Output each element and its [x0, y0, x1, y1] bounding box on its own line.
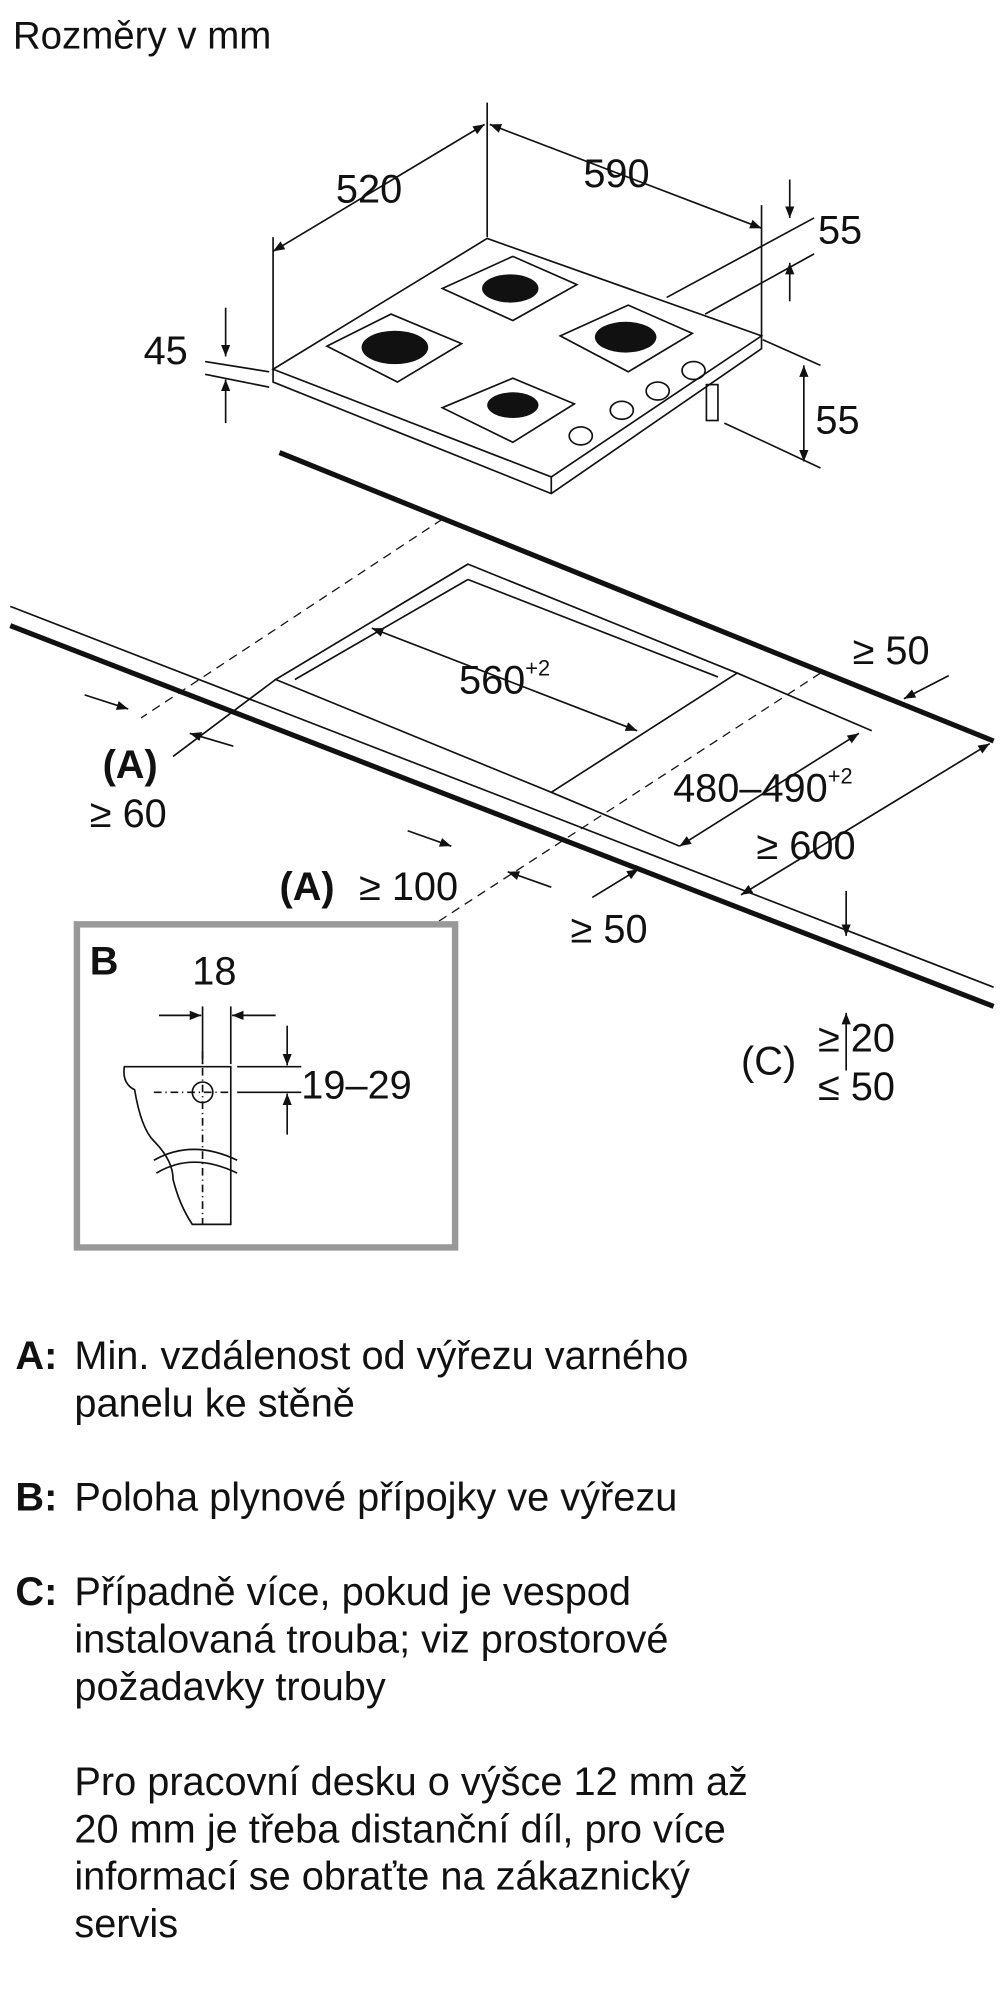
svg-text:Poloha plynové přípojky ve výř: Poloha plynové přípojky ve výřezu	[74, 1475, 677, 1519]
dim-right-55: 55	[815, 398, 859, 442]
svg-text:instalovaná trouba; viz prosto: instalovaná trouba; viz prostorové	[74, 1618, 668, 1662]
detail-b-label: B	[90, 939, 119, 983]
note: Pro pracovní desku o výšce 12 mm až 20 m…	[74, 1760, 748, 1946]
dim-cutout-width: 560+2	[459, 656, 550, 703]
dim-counter-depth: ≥ 600	[756, 824, 855, 868]
dim-front-min: ≥ 50	[571, 907, 648, 951]
legend-item-c: C: Případně více, pokud je vespod instal…	[15, 1570, 668, 1709]
svg-text:požadavky trouby: požadavky trouby	[74, 1665, 386, 1709]
svg-text:20 mm je třeba distanční díl,: 20 mm je třeba distanční díl, pro více	[74, 1807, 726, 1851]
svg-text:Min. vzdálenost od výřezu varn: Min. vzdálenost od výřezu varného	[74, 1334, 688, 1378]
dim-depth: 520	[336, 168, 402, 212]
legend-item-b: B: Poloha plynové přípojky ve výřezu	[15, 1475, 677, 1519]
detail-b-box: B 18 19–29	[73, 921, 459, 1251]
dim-thickness-label: (C)	[741, 1039, 796, 1083]
cutout-dimension-lines	[84, 627, 991, 1071]
svg-text:A:: A:	[15, 1334, 57, 1378]
dim-width: 590	[583, 152, 649, 196]
dim-side-a-label: (A)	[103, 743, 158, 787]
legend: A: Min. vzdálenost od výřezu varného pan…	[15, 1334, 748, 1946]
svg-text:B:: B:	[15, 1475, 57, 1519]
svg-text:panelu ke stěně: panelu ke stěně	[74, 1382, 355, 1426]
svg-text:Pro pracovní desku o výšce 12: Pro pracovní desku o výšce 12 mm až	[74, 1760, 748, 1804]
dim-thickness-min: ≥ 20	[818, 1016, 895, 1060]
dim-thickness-max: ≤ 50	[818, 1065, 895, 1109]
burner-icon	[558, 304, 695, 373]
detail-b-offset: 19–29	[301, 1064, 411, 1108]
legend-item-a: A: Min. vzdálenost od výřezu varného pan…	[15, 1334, 688, 1425]
dim-back-min: ≥ 50	[853, 629, 930, 673]
burner-icon	[440, 377, 577, 444]
countertop-illustration	[9, 450, 995, 1009]
svg-text:informací se obraťte na zákazn: informací se obraťte na zákaznický	[74, 1855, 690, 1899]
burner-icon	[325, 313, 464, 384]
dim-height-45: 45	[144, 329, 188, 373]
hob-dimension-lines	[204, 102, 821, 469]
dim-side-a-value: ≥ 60	[90, 792, 167, 836]
burner-icon	[440, 255, 579, 322]
dim-front-a-label: (A)	[279, 865, 334, 909]
svg-text:Případně více, pokud je vespod: Případně více, pokud je vespod	[74, 1570, 631, 1614]
gas-hob-illustration	[271, 237, 764, 495]
svg-text:servis: servis	[74, 1902, 178, 1946]
dim-top-55: 55	[818, 209, 862, 253]
detail-b-width: 18	[192, 950, 236, 994]
dim-cutout-depth: 480–490+2	[673, 763, 853, 810]
control-knob-icon	[568, 360, 706, 446]
svg-text:C:: C:	[15, 1570, 57, 1614]
page-title: Rozměry v mm	[13, 15, 271, 58]
dim-front-a-value: ≥ 100	[359, 865, 458, 909]
